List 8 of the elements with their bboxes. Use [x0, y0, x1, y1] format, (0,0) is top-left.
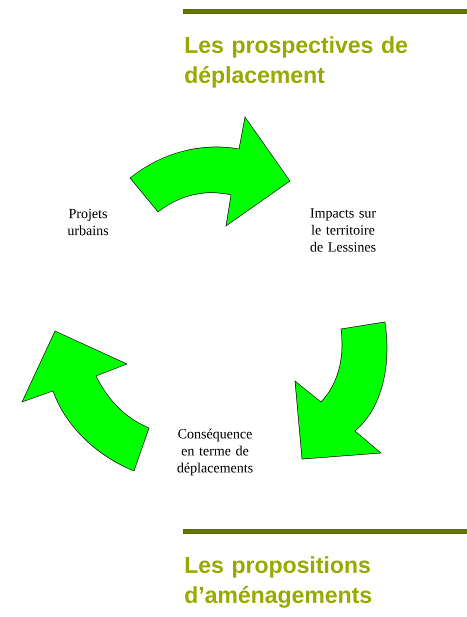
cycle-step-text: Impacts sur le territoire de Lessines	[310, 208, 376, 252]
heading: Les prospectives de déplacement	[185, 36, 408, 88]
curved-block-arrow	[294, 322, 388, 460]
cycle-step-text: Projets urbains	[68, 208, 108, 236]
heading: Les propositions d’aménagements	[185, 556, 372, 608]
curved-block-arrow	[130, 116, 290, 226]
curved-block-arrow	[22, 330, 150, 472]
cycle-step-text: Conséquence en terme de déplacements	[177, 428, 253, 476]
